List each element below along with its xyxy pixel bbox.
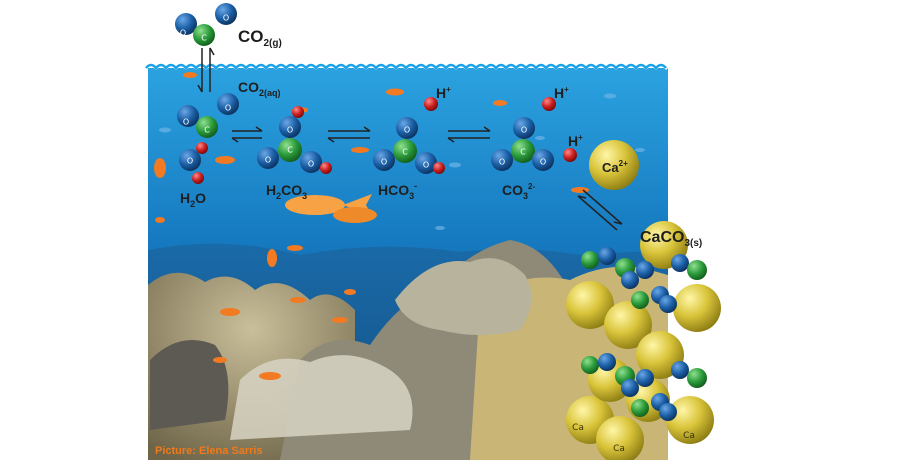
proton-atom [542,97,556,111]
svg-text:O: O [265,156,271,165]
carbonic-acid-molecule: O C O O [257,106,332,174]
proton-atom [563,148,577,162]
carbonate-molecule: O C O O [491,117,554,171]
svg-text:O: O [381,158,387,167]
equilibrium-arrows [197,47,623,231]
co2-aq-molecule: O C O [177,93,239,138]
label-proton: H+ [436,85,451,101]
label-water: H2O [180,190,206,209]
molecules: O C O O C O O O C [175,3,639,190]
calcium-ion [589,140,639,190]
label-co2-gas: CO2(g) [238,27,282,49]
svg-text:O: O [225,104,231,113]
lattice-ca-label: Ca [613,444,625,454]
svg-text:O: O [499,158,505,167]
lattice-carbonate [581,247,707,313]
coral-dark [150,340,229,430]
big-anthias-fish [285,194,377,223]
double-harpoon-arrow-icon [197,47,215,93]
co2-gas-molecule: O C O [175,3,237,46]
photo-credit: Picture: Elena Sarris [155,445,263,457]
water-molecule: O [179,142,208,184]
svg-text:O: O [223,14,229,23]
calcium-carbonate-lattice: Ca Ca Ca [566,221,721,460]
double-harpoon-arrow-icon [231,126,263,143]
lattice-carbonate [581,353,707,421]
svg-text:C: C [204,126,210,135]
svg-text:O: O [187,157,193,166]
bicarbonate-molecule: O C O O [373,117,445,174]
wave-crest-line [145,63,667,70]
label-calcium-carbonate: CaCO3(s) [640,229,702,249]
svg-text:O: O [287,126,293,135]
svg-text:C: C [520,148,526,157]
svg-text:C: C [201,34,207,43]
blue-fish [159,93,645,230]
coral-head [395,258,532,335]
svg-text:O: O [540,158,546,167]
svg-text:O: O [404,126,410,135]
lattice-ca-label: Ca [683,431,695,441]
species-labels: CO2(g) CO2(aq) H2O H2CO3 HCO3- CO32- H+ … [180,27,702,249]
label-proton: H+ [554,85,569,101]
label-carbonate: CO32- [502,182,535,201]
reef-and-fish [148,72,668,460]
svg-text:O: O [308,160,314,169]
double-harpoon-arrow-icon [447,126,491,143]
svg-text:C: C [402,148,408,157]
double-harpoon-arrow-icon [577,189,623,231]
svg-text:O: O [423,161,429,170]
coral-foreground [230,355,413,440]
lattice-ca-label: Ca [572,423,584,433]
double-harpoon-arrow-icon [327,126,371,143]
svg-text:C: C [287,146,293,155]
fish-school [154,72,589,380]
svg-text:O: O [183,118,189,127]
label-co2-aq: CO2(aq) [238,79,281,98]
label-calcium-ion: Ca2+ [602,159,628,175]
proton-atom [424,97,438,111]
label-proton: H+ [568,133,583,149]
svg-text:O: O [521,126,527,135]
label-carbonic-acid: H2CO3 [266,182,307,201]
svg-text:O: O [180,29,186,38]
label-bicarbonate: HCO3- [378,181,417,201]
